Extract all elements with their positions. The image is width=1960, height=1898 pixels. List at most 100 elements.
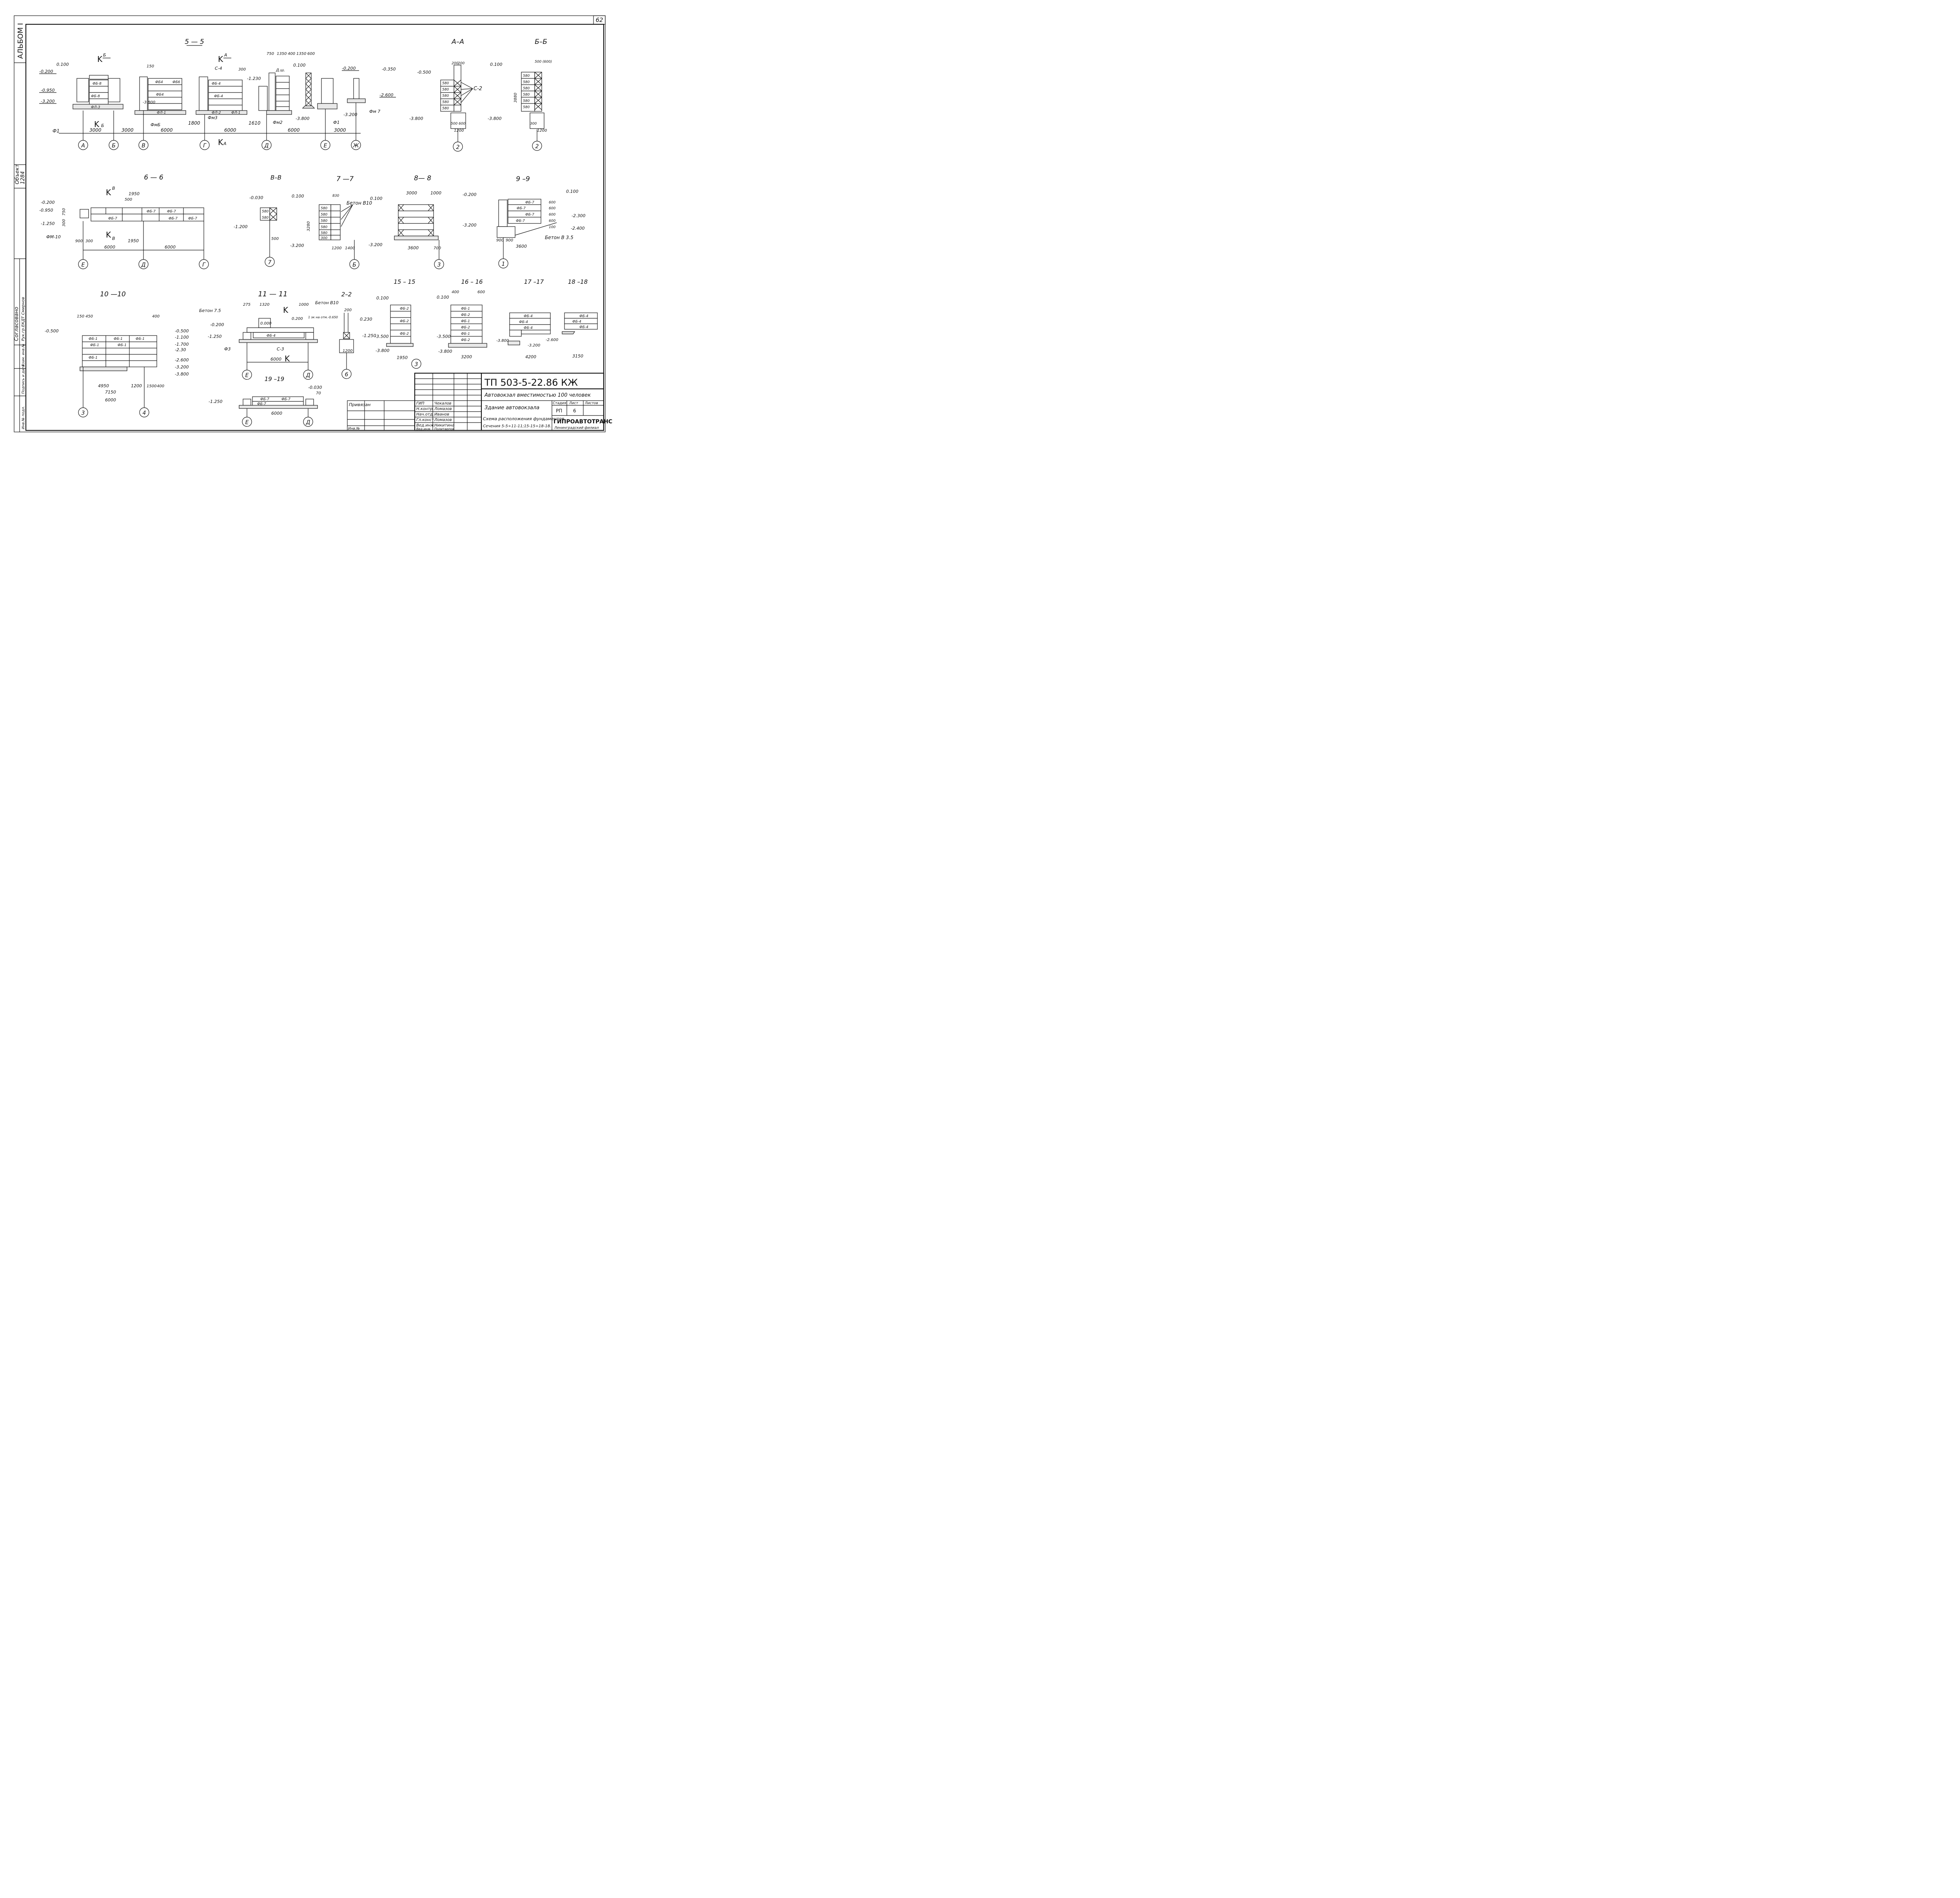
svg-text:580: 580 <box>442 82 449 85</box>
svg-text:K: K <box>283 305 289 315</box>
svg-text:ФБ6: ФБ6 <box>172 80 180 84</box>
svg-text:580: 580 <box>321 207 327 210</box>
svg-text:Бетон В10: Бетон В10 <box>347 200 372 206</box>
svg-text:900: 900 <box>506 238 513 243</box>
svg-text:600: 600 <box>549 219 555 223</box>
svg-text:275: 275 <box>243 303 250 307</box>
svg-text:Иванов: Иванов <box>434 412 449 417</box>
axis-marker: Г <box>203 143 207 149</box>
svg-text:150: 150 <box>147 64 154 69</box>
svg-text:-0.950: -0.950 <box>41 88 54 93</box>
svg-text:ФБ4: ФБ4 <box>156 93 164 97</box>
svg-text:ФБ-7: ФБ-7 <box>167 210 176 214</box>
svg-text:-3.200: -3.200 <box>463 223 476 228</box>
svg-text:580: 580 <box>442 88 449 92</box>
svg-text:Никитина: Никитина <box>434 423 455 428</box>
svg-text:ФЛ-1: ФЛ-1 <box>157 111 166 115</box>
svg-text:0.100: 0.100 <box>490 62 503 67</box>
svg-text:-3.200: -3.200 <box>290 243 304 248</box>
svg-text:ФБ-1: ФБ-1 <box>461 332 470 336</box>
side-field-3: Инв.№ подл. <box>22 406 25 429</box>
axis-marker: 1 <box>502 261 505 267</box>
svg-text:3000: 3000 <box>89 127 102 133</box>
svg-text:0.230: 0.230 <box>360 317 372 322</box>
svg-text:А–А: А–А <box>451 38 464 46</box>
svg-text:15 – 15: 15 – 15 <box>394 278 415 285</box>
svg-text:ФБ-7: ФБ-7 <box>516 219 525 223</box>
svg-text:500 (600): 500 (600) <box>535 60 552 64</box>
svg-text:-3.500: -3.500 <box>375 334 388 339</box>
svg-text:ФБ-1: ФБ-1 <box>89 356 98 360</box>
svg-text:4200: 4200 <box>525 354 536 359</box>
svg-text:1350: 1350 <box>296 52 306 56</box>
svg-text:6000: 6000 <box>165 245 176 250</box>
svg-text:830: 830 <box>332 194 339 198</box>
svg-text:Б–Б: Б–Б <box>535 38 547 46</box>
section-17-17: 17 –17 ФБ-4 ФБ-4 ФБ-4 -3.800 -3.200 -2.6… <box>496 278 558 359</box>
svg-text:6000: 6000 <box>270 357 281 362</box>
svg-text:ФБ-8: ФБ-8 <box>91 94 100 98</box>
svg-text:580: 580 <box>523 74 530 78</box>
svg-text:1350: 1350 <box>277 52 287 56</box>
svg-text:Ф1: Ф1 <box>333 120 339 125</box>
svg-text:600: 600 <box>459 122 465 126</box>
svg-text:3150: 3150 <box>572 354 583 359</box>
svg-text:11 — 11: 11 — 11 <box>258 290 287 298</box>
svg-text:6000: 6000 <box>224 127 236 133</box>
axis-marker: А <box>81 143 85 149</box>
svg-text:-3.800: -3.800 <box>175 372 189 377</box>
svg-text:1200: 1200 <box>454 129 464 133</box>
inner-frame <box>25 24 604 431</box>
svg-text:7 —7: 7 —7 <box>336 175 354 183</box>
svg-text:-0.030: -0.030 <box>308 385 322 390</box>
svg-text:Политарпов: Политарпов <box>434 427 454 431</box>
svg-text:6000: 6000 <box>104 245 115 250</box>
svg-text:-2.400: -2.400 <box>571 226 584 231</box>
sheet-title: Схема расположения фундаментов <box>483 416 564 421</box>
svg-text:-3.200: -3.200 <box>175 365 189 370</box>
svg-text:580: 580 <box>442 100 449 104</box>
axis-marker: Д <box>141 262 146 268</box>
mark: С-4 <box>215 66 222 71</box>
section-15-15: 15 – 15 ФБ-2 ФБ-2 ФБ-2 0.100 -3.500 -3.8… <box>375 278 421 369</box>
svg-text:3000: 3000 <box>406 191 417 196</box>
svg-text:-1.250: -1.250 <box>362 333 376 338</box>
dims-5-5: 3000 3000 6000 1800 6000 1610 6000 3000 … <box>89 52 346 133</box>
svg-text:С-2: С-2 <box>474 86 482 92</box>
svg-text:580: 580 <box>442 107 449 111</box>
svg-text:Бетон В 3.5: Бетон В 3.5 <box>545 235 573 240</box>
svg-text:Н.контр.: Н.контр. <box>416 407 434 411</box>
axis-marker: Д <box>306 372 310 379</box>
svg-text:17 –17: 17 –17 <box>524 278 544 285</box>
svg-text:200: 200 <box>452 62 458 65</box>
svg-text:ФБ-1: ФБ-1 <box>136 337 145 341</box>
svg-text:-3.800: -3.800 <box>376 348 389 353</box>
svg-text:3000: 3000 <box>334 127 346 133</box>
svg-text:2–2: 2–2 <box>341 291 352 298</box>
section-19-19: 19 –19 ФБ-7 ФБ-7 ФБ-7 -0.030 -1.250 70 6… <box>209 376 322 427</box>
cut-mark: K <box>218 54 223 64</box>
svg-text:Ломазов: Ломазов <box>434 418 452 422</box>
svg-text:С-3: С-3 <box>277 347 284 352</box>
org-name: ГИПРОАВТОТРАНС <box>554 419 612 425</box>
outer-frame <box>14 15 606 432</box>
drawing-sheet: 62 АЛЬБОМ I Объект 1284 Согласовано Рук.… <box>14 15 612 432</box>
svg-text:-1.100: -1.100 <box>175 335 189 340</box>
svg-text:580: 580 <box>523 105 530 109</box>
svg-text:9 –9: 9 –9 <box>516 175 530 183</box>
svg-text:3600: 3600 <box>516 244 527 249</box>
album-label: АЛЬБОМ I <box>16 23 25 59</box>
svg-text:В: В <box>112 186 115 191</box>
svg-text:Вед.инж.: Вед.инж. <box>416 423 435 428</box>
axis-marker: 3 <box>437 262 441 268</box>
svg-text:0.100: 0.100 <box>437 295 449 300</box>
cut-letter: Б <box>101 123 104 128</box>
svg-text:-0.500: -0.500 <box>417 70 431 75</box>
svg-text:-0.200: -0.200 <box>210 322 224 327</box>
svg-text:16 – 16: 16 – 16 <box>461 278 483 285</box>
svg-text:580: 580 <box>321 225 327 229</box>
drawing-code: ТП 503-5-22.86 КЖ <box>484 377 578 388</box>
svg-text:580: 580 <box>321 213 327 217</box>
title-block: Привязан Инв.№ ТП 503-5-22.86 КЖ Автовок… <box>347 372 612 431</box>
svg-text:ФБ-1: ФБ-1 <box>114 337 123 341</box>
